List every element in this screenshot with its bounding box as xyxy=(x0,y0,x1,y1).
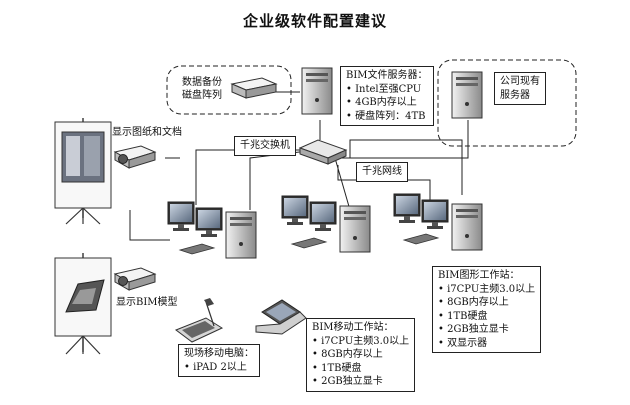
workstation-1-monitor-b xyxy=(195,207,223,238)
switch-icon xyxy=(298,139,348,165)
storage-label-line1: 数据备份 xyxy=(182,77,222,88)
projector-bim-icon xyxy=(114,267,156,291)
laptop-icon xyxy=(255,299,307,335)
storage-group xyxy=(166,65,292,115)
file-server-title: BIM文件服务器： xyxy=(346,70,428,81)
mobile-workstation-spec: i7CPU主频3.0以上 xyxy=(312,335,409,349)
workstation-1-tower xyxy=(225,211,257,259)
workstation-2-monitor-a xyxy=(281,195,309,226)
storage-label-line2: 磁盘阵列 xyxy=(182,90,222,101)
file-server-spec: 硬盘阵列：4TB xyxy=(346,110,428,124)
page-title: 企业级软件配置建议 xyxy=(242,12,387,30)
workstation-3-monitor-b xyxy=(421,199,449,230)
storage-label: 数据备份 磁盘阵列 xyxy=(182,76,222,102)
workstation-3-keyboard xyxy=(403,233,439,245)
network-label: 千兆网线 xyxy=(356,162,408,182)
screen-docs-icon xyxy=(54,118,112,225)
workstation-1-monitor-a xyxy=(167,201,195,232)
screen-bim-icon xyxy=(54,253,112,355)
existing-server-line2: 服务器 xyxy=(500,89,530,101)
workstation-1-keyboard xyxy=(179,243,215,255)
mobile-workstation-spec: 1TB硬盘 xyxy=(312,362,409,376)
existing-server-icon xyxy=(451,71,483,119)
existing-server-group xyxy=(437,59,577,147)
file-server-spec: Intel至强CPU xyxy=(346,83,428,97)
graphics-workstation-spec: 8GB内存以上 xyxy=(438,296,535,310)
projector-docs-label: 显示图纸和文档 xyxy=(112,127,182,138)
existing-server-label: 公司现有 服务器 xyxy=(494,72,546,105)
existing-server-line1: 公司现有 xyxy=(500,76,540,87)
tablet-specs: 现场移动电脑： iPAD 2以上 xyxy=(178,344,260,377)
workstation-2-tower xyxy=(339,205,371,253)
file-server-icon xyxy=(301,67,333,115)
workstation-2-monitor-b xyxy=(309,201,337,232)
projector-bim-label: 显示BIM模型 xyxy=(116,297,178,308)
graphics-workstation-spec: 1TB硬盘 xyxy=(438,310,535,324)
file-server-specs: BIM文件服务器： Intel至强CPU 4GB内存以上 硬盘阵列：4TB xyxy=(340,66,434,126)
file-server-spec: 4GB内存以上 xyxy=(346,96,428,110)
graphics-workstation-title: BIM图形工作站： xyxy=(438,270,520,281)
graphics-workstation-spec: i7CPU主频3.0以上 xyxy=(438,283,535,297)
workstation-3-tower xyxy=(451,203,483,251)
mobile-workstation-specs: BIM移动工作站： i7CPU主频3.0以上 8GB内存以上 1TB硬盘 2GB… xyxy=(306,318,416,392)
mobile-workstation-spec: 8GB内存以上 xyxy=(312,348,409,362)
disk-array-icon xyxy=(230,77,278,99)
switch-label: 千兆交换机 xyxy=(234,136,296,156)
mobile-workstation-title: BIM移动工作站： xyxy=(312,322,394,333)
graphics-workstation-spec: 2GB独立显卡 xyxy=(438,323,535,337)
graphics-workstation-spec: 双显示器 xyxy=(438,337,535,351)
projector-docs-icon xyxy=(114,145,156,169)
workstation-2-keyboard xyxy=(291,237,327,249)
tablet-icon xyxy=(174,298,224,343)
workstation-3-monitor-a xyxy=(393,193,421,224)
tablet-spec: iPAD 2以上 xyxy=(184,361,254,375)
graphics-workstation-specs: BIM图形工作站： i7CPU主频3.0以上 8GB内存以上 1TB硬盘 2GB… xyxy=(432,266,542,353)
mobile-workstation-spec: 2GB独立显卡 xyxy=(312,375,409,389)
tablet-title: 现场移动电脑： xyxy=(184,348,254,359)
